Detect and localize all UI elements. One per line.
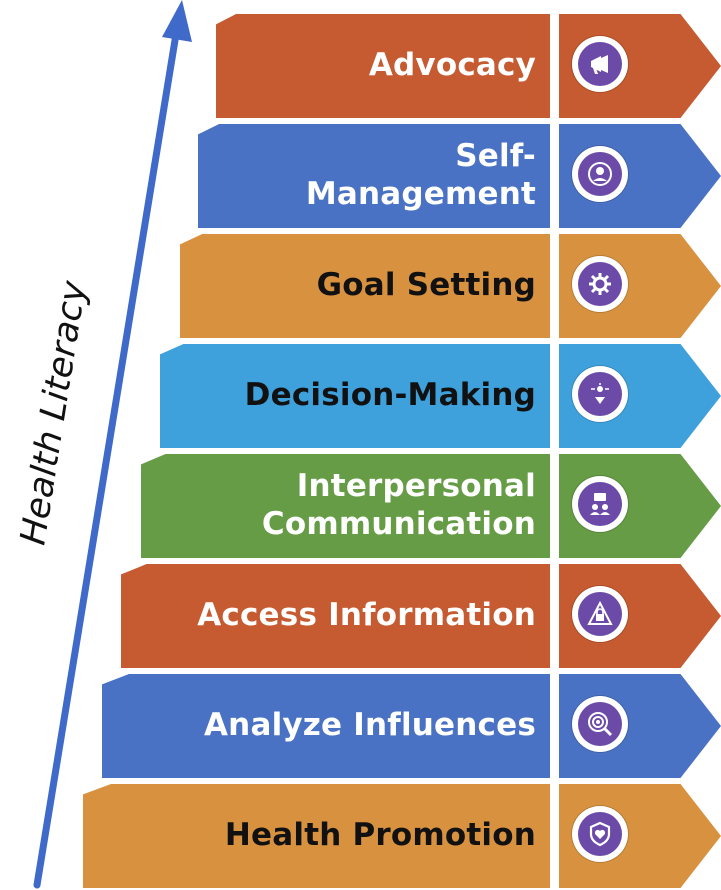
step-band — [216, 14, 550, 118]
step-band — [180, 234, 550, 338]
step-label-line: Access Information — [197, 597, 536, 634]
step-label-line: Self- — [455, 138, 536, 175]
step-label: Advocacy — [369, 14, 536, 118]
step-label-line: Advocacy — [368, 47, 536, 84]
arrow-shaft — [33, 24, 181, 889]
step-analyze-influences: Analyze Influences — [102, 674, 721, 778]
step-access-information: Access Information — [121, 564, 721, 668]
step-self-management: Self-Management — [198, 124, 721, 228]
step-label: Access Information — [197, 564, 536, 668]
step-health-promotion: Health Promotion — [83, 784, 721, 888]
step-band — [141, 454, 550, 558]
decision-icon — [591, 383, 609, 404]
step-label: Self-Management — [306, 124, 536, 228]
step-label: Analyze Influences — [204, 674, 536, 778]
shield-heart-icon — [589, 821, 611, 847]
step-label: Health Promotion — [225, 784, 536, 888]
step-band — [198, 124, 550, 228]
step-label-line: Health Promotion — [224, 817, 536, 854]
step-band — [83, 784, 550, 888]
step-label-line: Goal Setting — [316, 267, 536, 304]
step-band — [121, 564, 550, 668]
step-icon-badge — [572, 586, 628, 642]
step-icon-badge — [572, 256, 628, 312]
step-label-line: Management — [305, 176, 536, 212]
megaphone-icon — [591, 55, 608, 74]
step-label-line: Decision-Making — [244, 377, 536, 414]
step-advocacy: Advocacy — [216, 14, 721, 118]
step-band — [160, 344, 550, 448]
step-label-line: Analyze Influences — [203, 707, 536, 744]
step-label: Decision-Making — [245, 344, 536, 448]
step-label: Goal Setting — [317, 234, 536, 338]
step-goal-setting: Goal Setting — [180, 234, 721, 338]
step-icon-badge — [572, 146, 628, 202]
person-gear-icon — [588, 162, 612, 186]
warning-lock-icon — [587, 600, 613, 625]
step-icon-badge — [572, 476, 628, 532]
arrow-head — [162, 0, 192, 42]
step-icon-badge — [572, 696, 628, 752]
step-icon-badge — [572, 366, 628, 422]
target-magnifier-icon — [588, 712, 613, 737]
step-label-line: Interpersonal — [296, 468, 536, 505]
step-icon-badge — [572, 806, 628, 862]
gear-icon — [589, 273, 611, 295]
people-chat-icon — [590, 493, 610, 515]
step-band — [102, 674, 550, 778]
step-icon-badge — [572, 36, 628, 92]
step-label-line: Communication — [261, 506, 536, 542]
step-decision-making: Decision-Making — [160, 344, 721, 448]
